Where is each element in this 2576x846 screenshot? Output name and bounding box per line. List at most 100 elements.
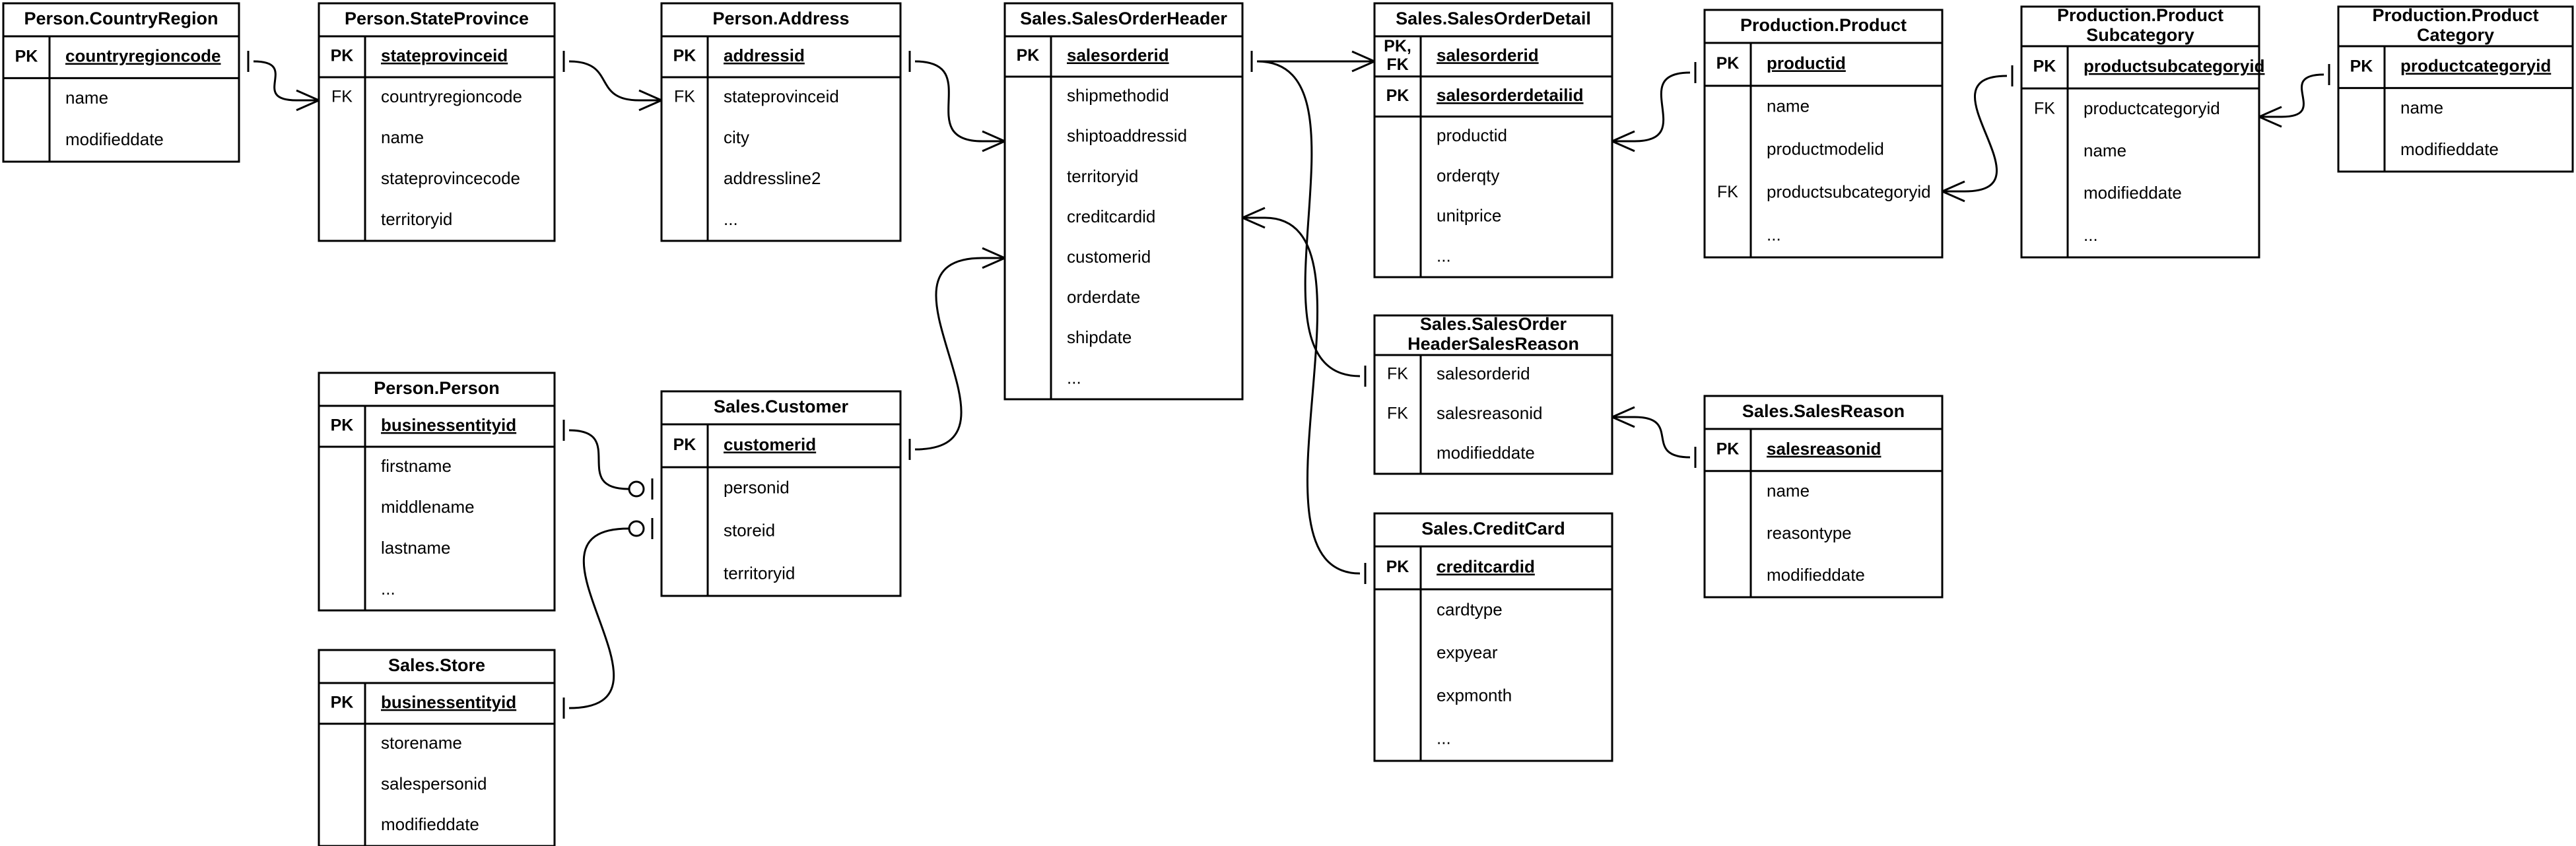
entity-column-row[interactable]: middlename <box>381 497 475 517</box>
entity-column-row[interactable]: ... <box>1767 224 1781 244</box>
relationship-rel-person-customer[interactable] <box>562 420 654 500</box>
entity-column-row[interactable]: lastname <box>381 538 451 558</box>
column-name: countryregioncode <box>65 46 220 66</box>
entity-column-row[interactable]: name <box>381 127 424 147</box>
relationship-rel-productsubcategory-productcategory[interactable] <box>2258 64 2330 128</box>
relationship-line <box>568 429 629 490</box>
entity-column-row[interactable]: shipdate <box>1067 327 1132 347</box>
relationship-rel-stateprovince-address[interactable] <box>562 51 662 112</box>
entity-column-row[interactable]: modifieddate <box>1437 443 1535 463</box>
relationship-rel-salesorderdetail-product[interactable] <box>1611 62 1697 152</box>
entity-column-row[interactable]: expyear <box>1437 642 1498 662</box>
relationship-rel-salesorderheader-salesreasonlink[interactable] <box>1250 51 1367 387</box>
entity-column-row[interactable]: modifieddate <box>1767 565 1865 585</box>
entity-column-row[interactable]: ... <box>1437 245 1451 265</box>
column-name: productcategoryid <box>2084 98 2220 118</box>
relationship-rel-salesorderheader-salesorderdetail[interactable] <box>1250 50 1375 73</box>
entity-table-title: Sales.Customer <box>714 397 849 416</box>
entity-column-row[interactable]: firstname <box>381 456 452 476</box>
relationship-rel-creditcard-salesorderheader[interactable] <box>1242 207 1367 584</box>
entity-column-row[interactable]: orderqty <box>1437 166 1499 185</box>
relationship-rel-customer-salesorderheader[interactable] <box>908 247 1005 460</box>
entity-column-row[interactable]: shipmethodid <box>1067 86 1169 106</box>
entity-column-row[interactable]: salespersonid <box>381 773 487 793</box>
entity-column-row[interactable]: customerid <box>1067 247 1151 267</box>
key-badge: PK <box>673 47 696 65</box>
entity-column-row[interactable]: modifieddate <box>65 129 164 149</box>
entity-column-row[interactable]: unitprice <box>1437 206 1501 226</box>
entity-column-row[interactable]: reasontype <box>1767 523 1852 542</box>
entity-column-row[interactable]: stateprovincecode <box>381 168 520 188</box>
entity-column-row[interactable]: name <box>2400 98 2443 117</box>
entity-column-row[interactable]: cardtype <box>1437 599 1503 619</box>
entity-column-row[interactable]: ... <box>381 579 395 599</box>
entity-column-row[interactable]: modifieddate <box>381 814 479 834</box>
entity-column-row[interactable]: expmonth <box>1437 685 1512 705</box>
entity-column-row[interactable]: orderdate <box>1067 287 1140 307</box>
entity-column-row[interactable]: city <box>724 127 749 147</box>
entity-column-row[interactable]: productmodelid <box>1767 139 1884 158</box>
entity-column-row[interactable]: personid <box>724 477 790 497</box>
entity-column-row[interactable]: name <box>2084 141 2126 160</box>
entity-column-row[interactable]: ... <box>1437 728 1451 748</box>
entity-column-row[interactable]: modifieddate <box>2084 183 2182 203</box>
entity-column-row[interactable]: creditcardid <box>1067 207 1155 226</box>
entity-column-row[interactable]: territoryid <box>724 563 795 583</box>
entity-column-row[interactable]: shiptoaddressid <box>1067 126 1187 146</box>
entity-column-row[interactable]: territoryid <box>1067 166 1138 186</box>
entity-column-row[interactable]: name <box>1767 481 1810 501</box>
relationship-rel-countryregion-stateprovince[interactable] <box>247 51 320 112</box>
entity-column-row[interactable]: territoryid <box>381 209 452 229</box>
entity-table-title: Production.Product <box>1740 15 1907 35</box>
relationship-rel-store-customer[interactable] <box>562 518 654 719</box>
relationship-rel-salesreasonlink-salesreason[interactable] <box>1611 406 1697 468</box>
entity-column-row[interactable]: name <box>65 88 108 108</box>
entity-column-row[interactable]: ... <box>724 209 738 229</box>
entity-column-row[interactable]: productid <box>1437 125 1507 145</box>
relationship-rel-product-productsubcategory[interactable] <box>1942 65 2014 203</box>
entity-column-row[interactable]: name <box>1767 96 1810 115</box>
relationship-rel-address-salesorderheader[interactable] <box>908 51 1005 152</box>
entity-column-row[interactable]: storeid <box>724 520 775 540</box>
entity-column-row[interactable]: ... <box>1067 368 1081 387</box>
entity-column-row[interactable]: modifieddate <box>2400 139 2499 159</box>
entity-column-row[interactable]: addressline2 <box>724 168 821 188</box>
entity-column-row[interactable]: storename <box>381 733 462 753</box>
entity-column-row[interactable]: ... <box>2084 225 2098 245</box>
